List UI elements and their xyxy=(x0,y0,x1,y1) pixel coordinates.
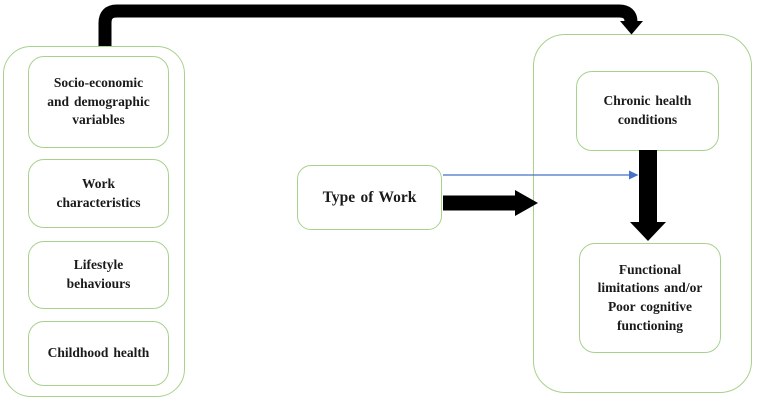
left-covariates-group: Socio-economic and demographic variables… xyxy=(3,46,185,397)
node-work-characteristics: Work characteristics xyxy=(28,159,169,228)
right-outcomes-group: Chronic health conditions Functional lim… xyxy=(533,34,752,393)
arrow-type-of-work-to-outcomes xyxy=(443,190,538,216)
node-functional-limitations-poor-cognitive-functioning: Functional limitations and/or Poor cogni… xyxy=(579,243,721,353)
node-childhood-health: Childhood health xyxy=(28,321,169,386)
node-type-of-work: Type of Work xyxy=(297,165,442,230)
node-socio-economic-demographic-variables: Socio-economic and demographic variables xyxy=(28,56,169,148)
node-chronic-health-conditions: Chronic health conditions xyxy=(576,71,719,151)
node-lifestyle-behaviours: Lifestyle behaviours xyxy=(28,241,169,309)
